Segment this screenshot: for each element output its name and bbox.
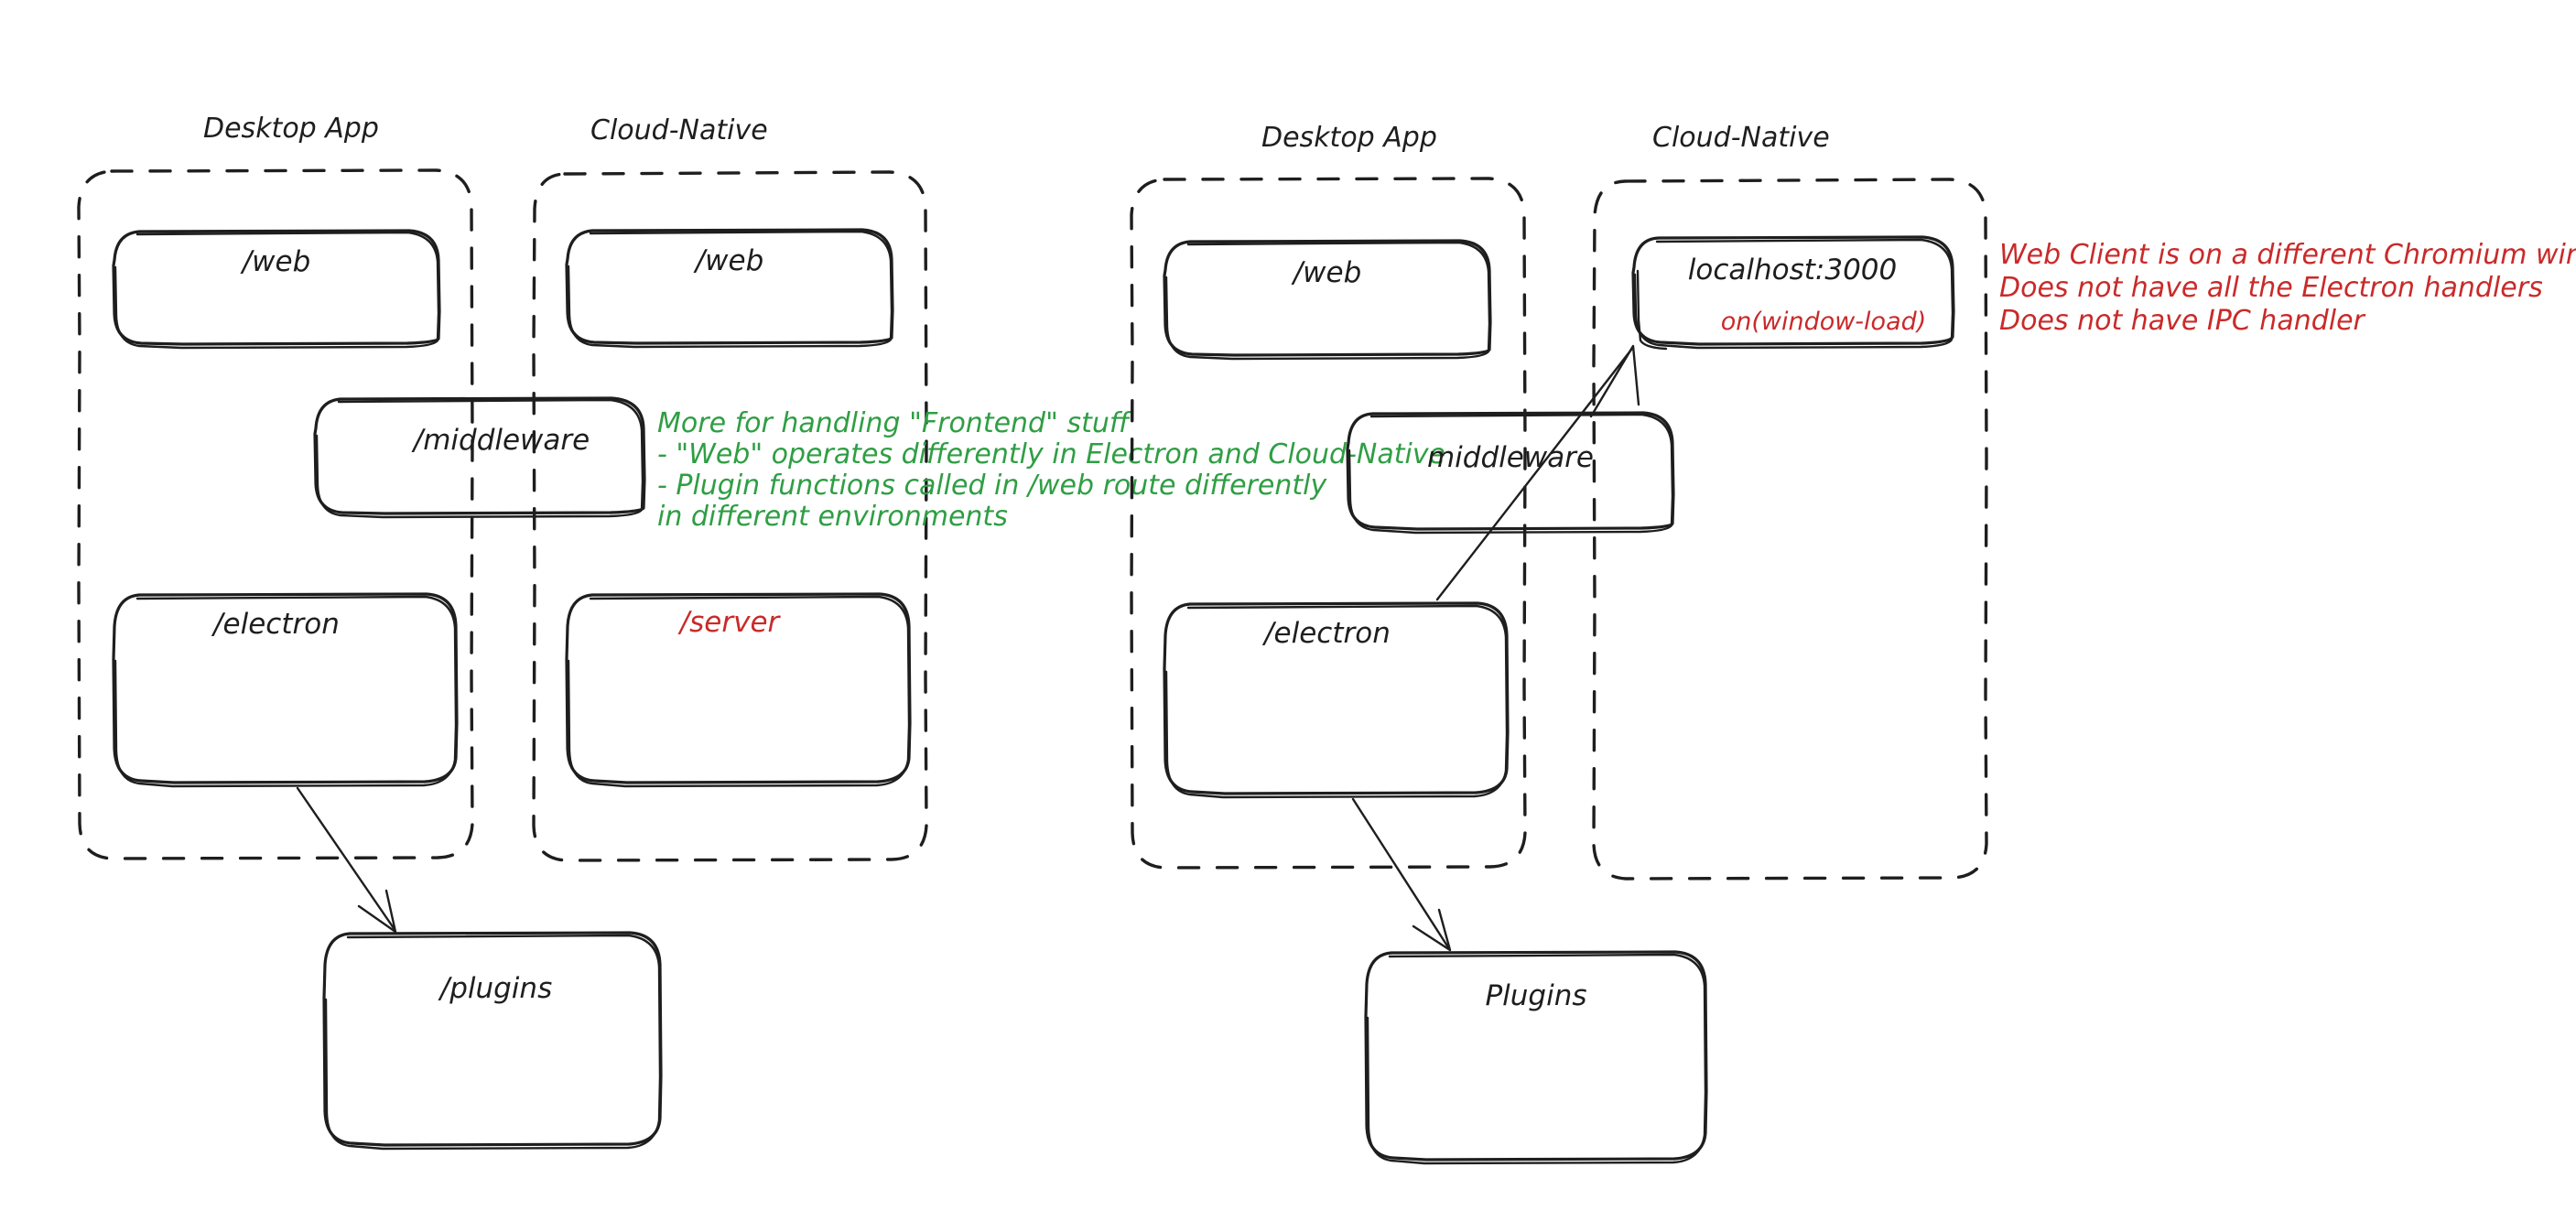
node-outline [1163,239,1492,357]
node-label: localhost:3000 [1688,254,1898,286]
note-line: in different environments [657,501,1008,533]
node-left-plugins[interactable]: /plugins [322,931,663,1151]
group-title-cloud-native: Cloud-Native [1652,122,1830,154]
group-border-dashed [1592,178,1988,881]
arrow-right-electron-to-localhost [1435,344,1640,601]
node-outline [1163,601,1510,795]
arrow-shaft [296,786,395,930]
node-label: middleware [1427,441,1594,474]
node-left-middleware[interactable]: /middleware [313,396,646,519]
group-left-cloud-native: Cloud-Native [532,114,928,862]
node-right-localhost[interactable]: localhost:3000 on(window-load) [1631,235,1955,351]
annotation-green-note: More for handling "Frontend" stuff - "We… [657,407,1445,533]
node-label: /plugins [438,972,552,1005]
node-left-server[interactable]: /server [565,592,912,788]
group-title-cloud-native: Cloud-Native [590,114,768,146]
node-outline [565,228,894,345]
annotation-red-note: Web Client is on a different Chromium wi… [1999,239,2576,337]
node-outline-second-pass [114,595,458,788]
node-outline [313,396,646,515]
node-label: /server [677,606,782,639]
arrow-left-electron-to-plugins [296,786,397,934]
group-right-desktop-app: Desktop App [1130,122,1527,870]
arrow-right-electron-to-plugins [1351,797,1452,952]
node-outline-second-pass [1348,413,1674,535]
node-left-web-desktop[interactable]: /web [112,229,441,350]
node-outline-second-pass [1164,241,1491,361]
node-outline [1631,235,1955,346]
node-outline [565,592,912,784]
node-outline-second-pass [114,231,440,350]
node-sublabel: on(window-load) [1721,308,1927,336]
node-outline-second-pass [324,934,662,1151]
note-line: - "Web" operates differently in Electron… [657,438,1445,470]
node-right-web-desktop[interactable]: /web [1163,239,1492,361]
node-outline-second-pass [315,398,644,519]
node-outline [1364,950,1708,1162]
note-line: Does not have all the Electron handlers [1999,272,2543,304]
group-title-desktop-app: Desktop App [1261,122,1437,154]
note-line: Does not have IPC handler [1999,305,2366,337]
node-label: Plugins [1485,979,1586,1012]
node-label: /web [240,245,311,278]
arrow-head [1589,344,1640,418]
node-right-electron[interactable]: /electron [1163,601,1510,799]
node-right-plugins[interactable]: Plugins [1364,950,1708,1165]
node-outline-third-pass [1636,269,1668,351]
arrow-shaft [1351,797,1450,949]
note-line: - Plugin functions called in /web route … [657,470,1327,502]
node-outline-second-pass [1633,238,1954,350]
group-border-dashed [532,170,928,862]
node-outline [112,592,459,784]
group-title-desktop-app: Desktop App [203,113,379,145]
note-line: More for handling "Frontend" stuff [657,407,1132,439]
note-line: Web Client is on a different Chromium wi… [1999,239,2576,271]
group-left-desktop-app: Desktop App [77,113,474,860]
node-label: /web [693,244,764,277]
group-border-dashed [77,168,474,860]
node-outline-second-pass [1164,604,1509,799]
node-label: /electron [211,608,340,641]
node-outline [322,931,663,1147]
node-left-web-cloud[interactable]: /web [565,228,894,349]
node-label: /electron [1261,617,1391,650]
node-outline-second-pass [567,230,893,349]
arrow-head [357,889,397,934]
node-label: /web [1291,256,1362,289]
node-right-middleware[interactable]: middleware [1346,411,1675,535]
node-outline [112,229,441,346]
group-right-cloud-native: Cloud-Native [1592,122,1988,881]
node-outline [1346,411,1675,531]
node-label: /middleware [411,424,590,457]
node-outline-second-pass [1366,953,1707,1165]
node-outline-second-pass [567,595,911,788]
node-left-electron[interactable]: /electron [112,592,459,788]
arrow-shaft [1435,348,1633,601]
arrow-head [1412,908,1452,952]
group-border-dashed [1130,177,1527,870]
